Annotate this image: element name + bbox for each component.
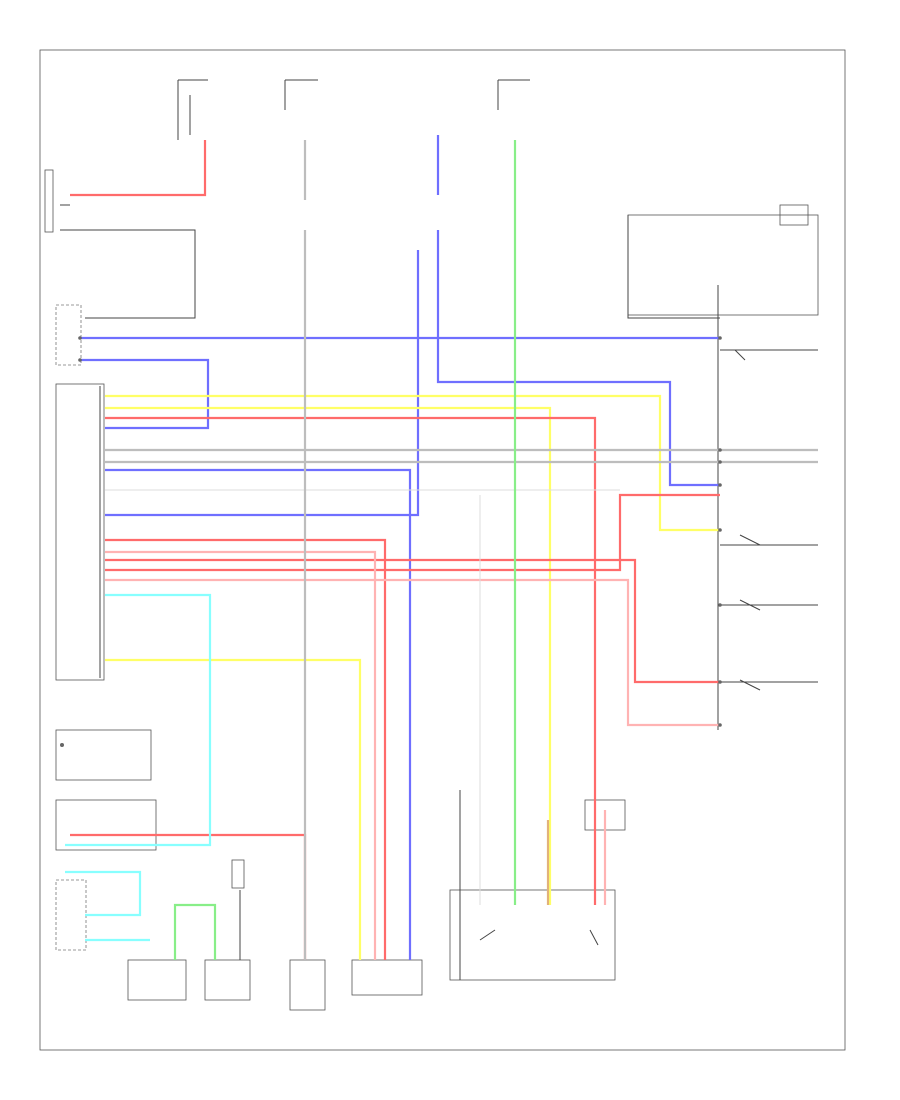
stop-light-switch: [627, 204, 819, 316]
connector-pins: [78, 336, 722, 727]
wire-red-5: [105, 493, 720, 572]
connector-stack-left: [55, 799, 157, 851]
wire-blue-2: [80, 358, 210, 430]
wire-cyan-1: [65, 593, 212, 847]
wire-blue-4: [105, 250, 420, 517]
ignition-switch: [204, 859, 251, 1001]
wire-blue-6: [436, 230, 720, 487]
fuse-top-left: [177, 79, 208, 140]
combination-meter: [351, 959, 423, 996]
wire-pink-2: [105, 550, 377, 960]
wire-blue-3: [105, 468, 412, 960]
trunk-lid-switch: [44, 169, 70, 233]
wire-black-4: [627, 215, 720, 319]
wire-green-2: [173, 903, 217, 960]
wire-cyan-2: [65, 870, 142, 917]
wire-red-1: [70, 140, 207, 197]
door-lock-actuator: [289, 959, 326, 1011]
wire-yellow-2: [105, 406, 552, 905]
combination-switch: [449, 889, 616, 981]
pushbutton-module-left: [55, 729, 152, 781]
door-switch-lower: [55, 879, 87, 951]
door-switch-left: [55, 304, 82, 366]
wire-red-3: [105, 538, 387, 960]
wire-red-6: [70, 833, 307, 960]
diagram-frame: [39, 49, 846, 1051]
wire-red-2: [105, 416, 597, 905]
wire-pink-1: [105, 578, 720, 727]
body-control-module: [55, 383, 105, 681]
pushbutton-relay: [127, 959, 187, 1001]
fuse-top-mid: [284, 79, 318, 110]
right-switch-column: [717, 285, 761, 730]
wire-red-4: [105, 558, 720, 684]
wire-black-1: [70, 229, 196, 319]
wire-yellow-3: [105, 658, 362, 960]
fuse-top-right: [497, 79, 530, 110]
